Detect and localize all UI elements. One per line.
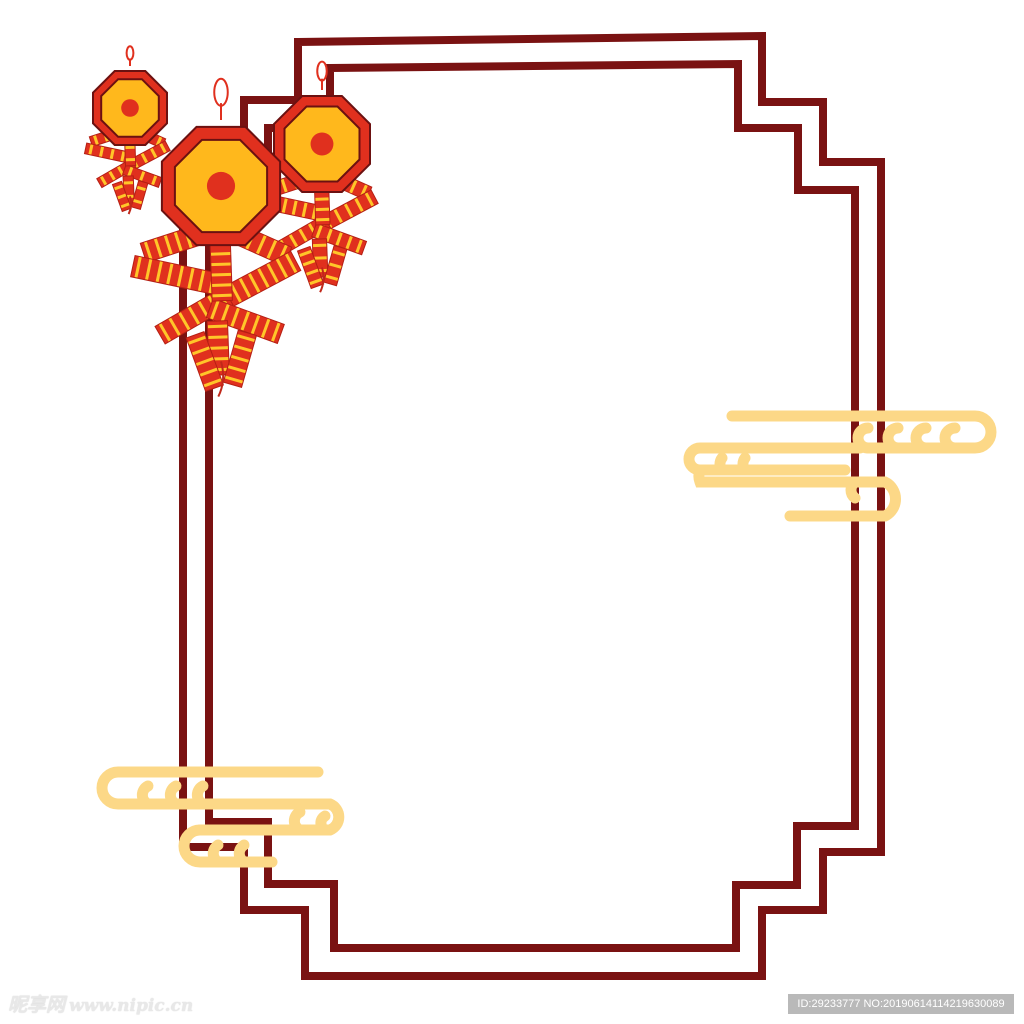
cloud-ornament-right [683, 410, 997, 522]
firecracker-lantern-large [130, 77, 302, 398]
watermark-site-name: 昵享网 [8, 994, 66, 1016]
watermark-image-id: ID:29233777 NO:20190614114219630089 [788, 994, 1014, 1014]
firecracker-lantern-right [257, 60, 379, 293]
firecracker-lantern-small [83, 45, 171, 215]
watermark-site-url: www.nipic.cn [69, 996, 194, 1016]
firecracker [323, 244, 348, 287]
firecracker [205, 297, 285, 345]
firecracker [130, 180, 149, 211]
frame-inner-line [205, 59, 859, 952]
firecracker [216, 250, 302, 311]
firecracker-ornaments [83, 45, 379, 398]
firecracker [311, 222, 368, 256]
firecracker [130, 254, 221, 296]
cloud-ornament-left [96, 766, 345, 868]
firecracker [222, 329, 258, 388]
firecracker [185, 330, 225, 393]
firecracker [111, 180, 132, 213]
firecracker [296, 245, 325, 290]
